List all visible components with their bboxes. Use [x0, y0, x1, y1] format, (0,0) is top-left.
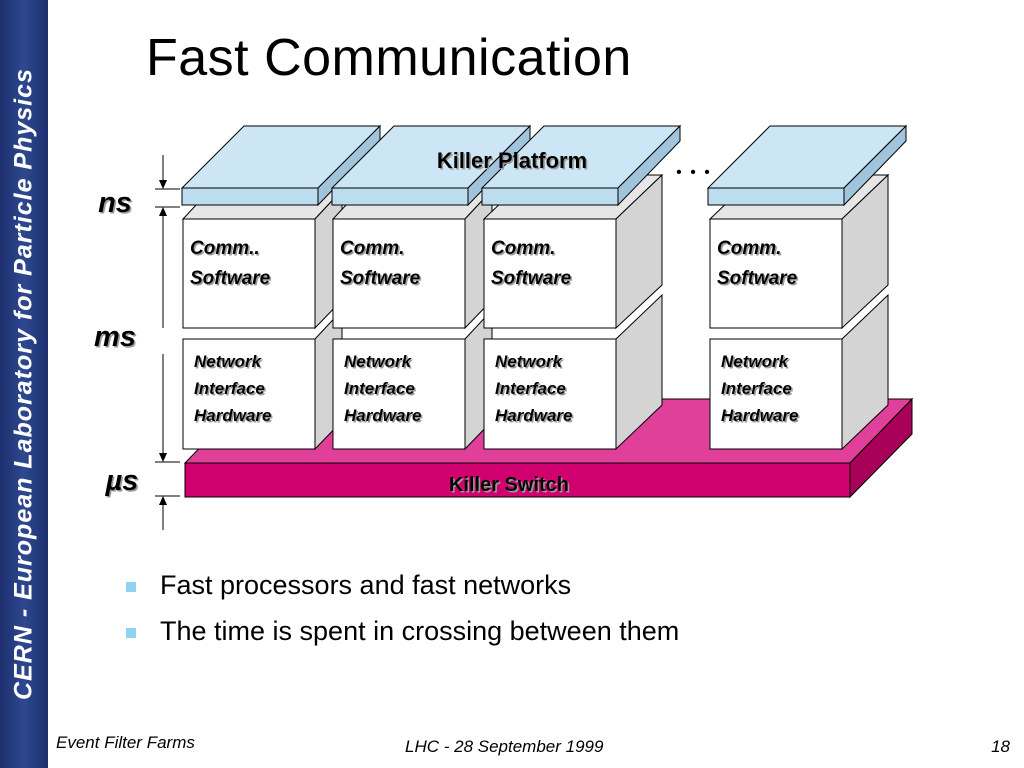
hardware-label-3: Hardware	[344, 406, 421, 425]
killer-platform-label: Killer Platform	[437, 148, 587, 173]
sidebar-banner: CERN - European Laboratory for Particle …	[0, 0, 48, 768]
arrow-down-icon	[159, 453, 167, 462]
hardware-label-3: Hardware	[721, 406, 798, 425]
hardware-label-2: Interface	[194, 379, 265, 398]
slide-title: Fast Communication	[146, 29, 632, 87]
software-label-1: Comm..	[190, 238, 260, 259]
software-label-2: Software	[340, 268, 421, 289]
footer-date: LHC - 28 September 1999	[405, 737, 604, 756]
hardware-label-3: Hardware	[495, 406, 572, 425]
scale-label-ms: ms	[94, 321, 136, 353]
ellipsis-icon: • • •	[676, 164, 712, 181]
arrow-up-icon	[159, 496, 167, 505]
arrow-down-icon	[159, 180, 167, 189]
scale-label-ns: ns	[98, 187, 132, 219]
timing-scale	[155, 155, 180, 530]
software-label-1: Comm.	[491, 238, 555, 259]
software-label-1: Comm.	[340, 238, 404, 259]
square-bullet-icon	[126, 628, 136, 638]
hardware-label-3: Hardware	[194, 406, 271, 425]
node-stack	[706, 124, 908, 451]
node-stack	[330, 124, 532, 451]
arrow-up-icon	[159, 207, 167, 216]
software-label-1: Comm.	[717, 238, 781, 259]
hardware-label-1: Network	[344, 352, 413, 371]
killer-switch-label: Killer Switch	[449, 474, 569, 496]
software-label-2: Software	[717, 268, 798, 289]
hardware-label-1: Network	[721, 352, 790, 371]
hardware-label-2: Interface	[344, 379, 415, 398]
bullet-text: Fast processors and fast networks	[160, 570, 572, 600]
hardware-label-1: Network	[495, 352, 564, 371]
node-stack	[480, 124, 682, 451]
page-number: 18	[991, 737, 1010, 756]
hardware-label-2: Interface	[495, 379, 566, 398]
square-bullet-icon	[126, 582, 136, 592]
footer-event-name: Event Filter Farms	[56, 733, 195, 752]
software-label-2: Software	[491, 268, 572, 289]
bullet-item: Fast processors and fast networks	[122, 568, 679, 614]
hardware-label-1: Network	[194, 352, 263, 371]
software-label-2: Software	[190, 268, 271, 289]
bullet-text: The time is spent in crossing between th…	[160, 616, 680, 646]
bullet-list: Fast processors and fast networks The ti…	[122, 568, 679, 660]
bullet-item: The time is spent in crossing between th…	[122, 614, 679, 660]
scale-label-us: µs	[105, 465, 139, 497]
hardware-label-2: Interface	[721, 379, 792, 398]
